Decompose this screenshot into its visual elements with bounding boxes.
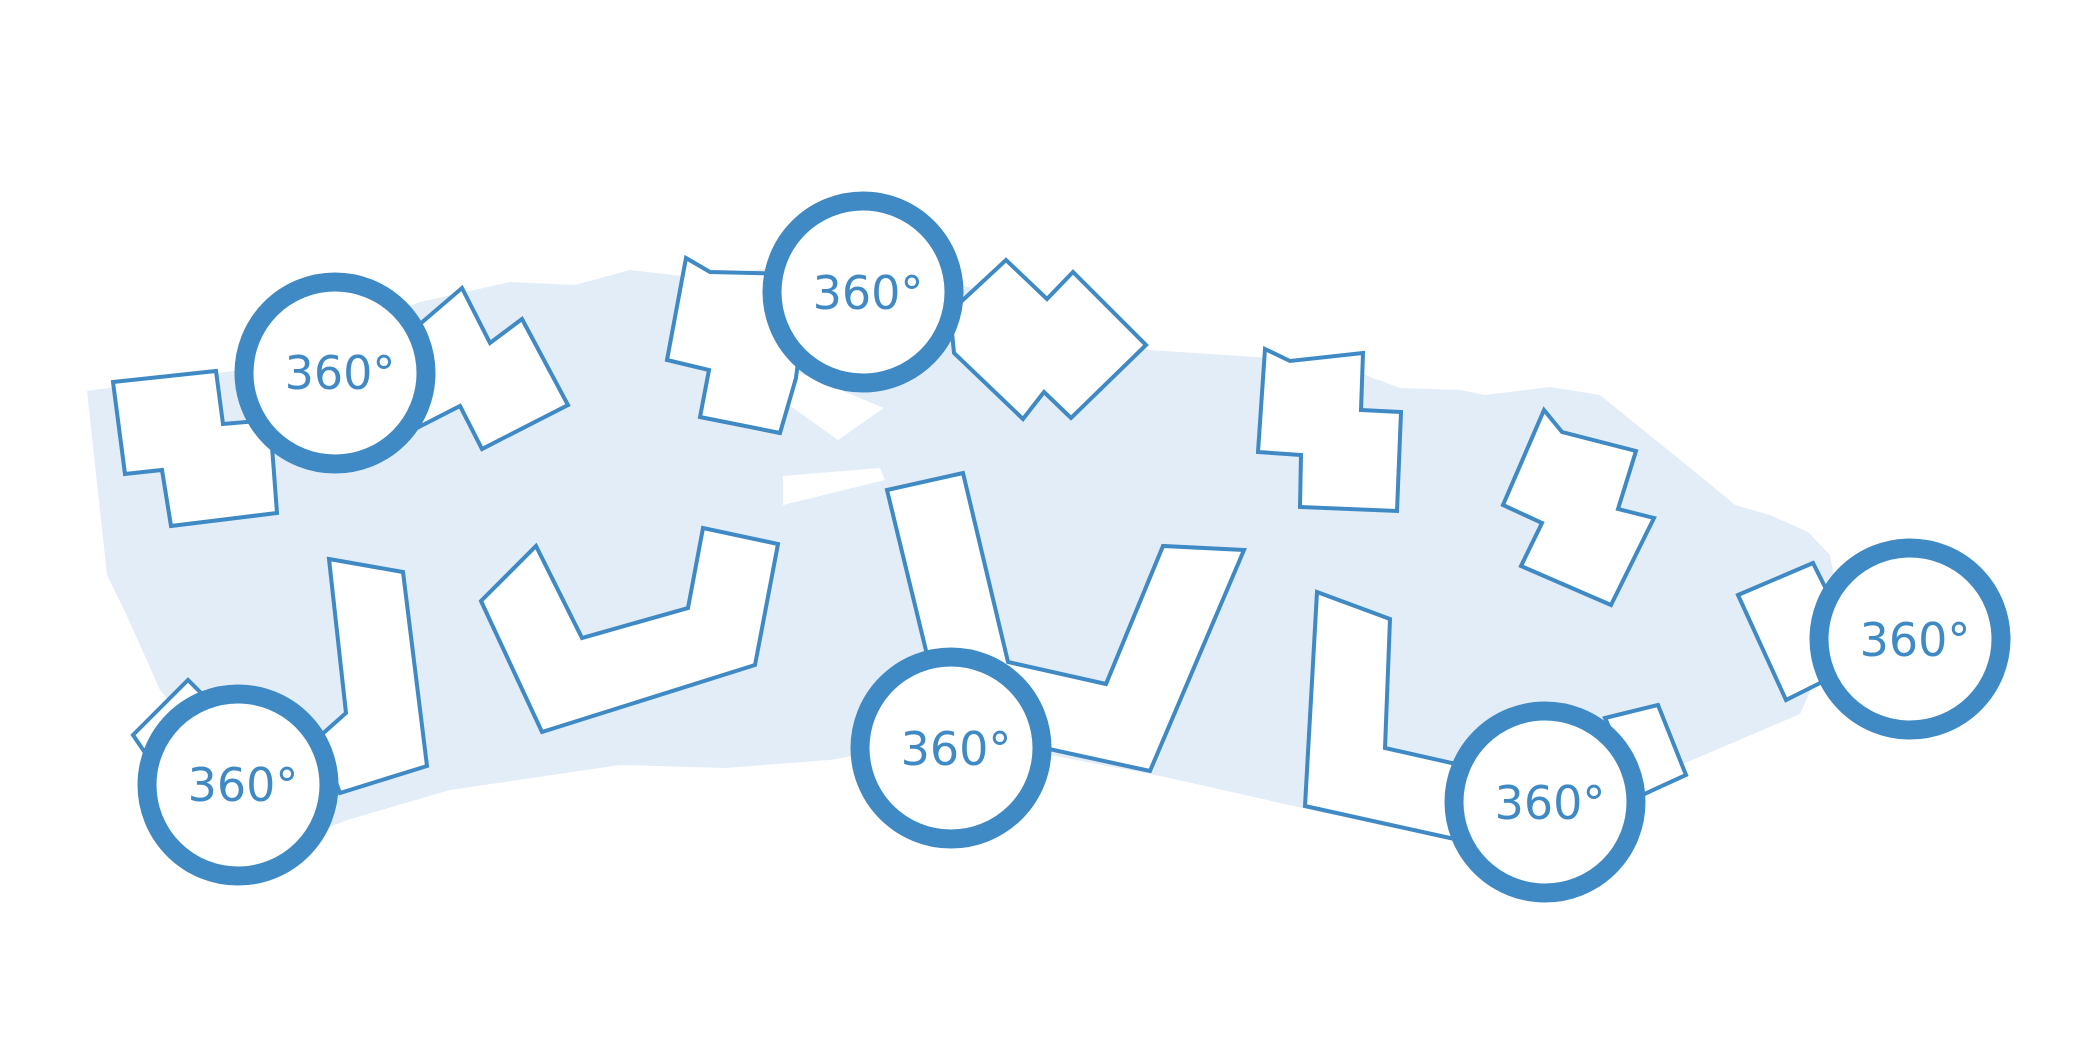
- building-9[interactable]: [478, 525, 781, 735]
- pano-label: 360°: [1860, 613, 1971, 667]
- pano-label: 360°: [188, 758, 299, 812]
- panorama-360-icon[interactable]: 360°: [762, 191, 964, 393]
- building-5[interactable]: [1255, 345, 1404, 514]
- pano-label: 360°: [1495, 776, 1606, 830]
- panorama-360-icon[interactable]: 360°: [234, 272, 436, 474]
- building-4[interactable]: [947, 257, 1149, 422]
- site-gap-2: [775, 365, 884, 440]
- panorama-360-icon[interactable]: 360°: [1444, 701, 1646, 903]
- building-8[interactable]: [316, 556, 430, 796]
- panorama-360-icon[interactable]: 360°: [137, 684, 339, 886]
- site-gap-3: [783, 468, 885, 505]
- building-2[interactable]: [410, 284, 571, 452]
- panorama-360-icon[interactable]: 360°: [850, 647, 1052, 849]
- building-6[interactable]: [1500, 406, 1657, 608]
- pano-label: 360°: [901, 722, 1012, 776]
- building-1[interactable]: [110, 368, 280, 529]
- pano-label: 360°: [813, 266, 924, 320]
- pano-label: 360°: [285, 346, 396, 400]
- panorama-360-icon[interactable]: 360°: [1809, 538, 2011, 740]
